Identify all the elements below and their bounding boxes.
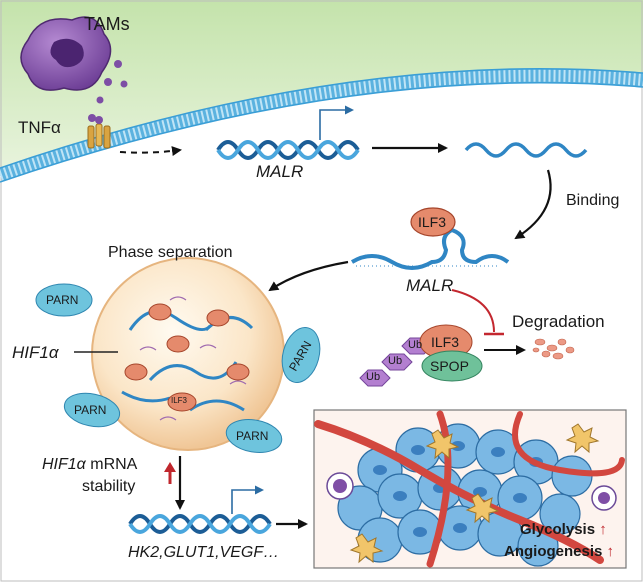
- ubiquitin-complex: [359, 324, 483, 387]
- hif1a-mrna-italic: HIF1α: [42, 456, 86, 473]
- dna-helix-targets: [128, 485, 272, 534]
- parn-1: [35, 283, 93, 317]
- ub-label-2: Ub: [388, 355, 403, 367]
- degradation-label: Degradation: [512, 312, 605, 331]
- degraded-fragments-icon: [532, 338, 575, 360]
- phase-separation-label: Phase separation: [108, 244, 233, 261]
- phase-separation-arrow: [268, 260, 349, 292]
- degradation-inhibition: [451, 289, 495, 333]
- target-genes-label: HK2,GLUT1,VEGF…: [128, 544, 280, 561]
- glycolysis-up-icon: ↑: [599, 521, 607, 538]
- hif1a-label: HIF1α: [12, 343, 59, 362]
- parn-4: [225, 419, 283, 453]
- parn-label-1: PARN: [46, 293, 79, 307]
- parn-3: [63, 392, 121, 428]
- tnfa-label: TNFα: [18, 118, 61, 137]
- ilf3-top-label: ILF3: [418, 214, 447, 230]
- glycolysis-text: Glycolysis: [520, 521, 596, 538]
- phase-droplet: [91, 257, 285, 451]
- signal-dashed-arrow: [119, 146, 182, 157]
- binding-arrow: [514, 169, 552, 240]
- parn-label-3: PARN: [74, 403, 107, 417]
- parn-label-4: PARN: [236, 429, 269, 443]
- tams-label: TAMs: [84, 14, 130, 34]
- malr-rna-strand: [464, 142, 588, 158]
- stability-label: stability: [82, 478, 136, 495]
- ub-label-3: Ub: [408, 339, 423, 351]
- angiogenesis-label: Angiogenesis ↑: [504, 543, 614, 560]
- ub-label-1: Ub: [366, 371, 381, 383]
- dna-helix-malr: [216, 105, 360, 160]
- parn-2: [281, 327, 321, 383]
- malr-ilf3-complex: [350, 207, 510, 270]
- tumor-panel: [313, 409, 627, 569]
- ilf3-complex-label: ILF3: [431, 334, 460, 350]
- glycolysis-label: Glycolysis ↑: [520, 521, 607, 538]
- hif1a-mrna-text: mRNA: [85, 456, 138, 473]
- malr-rna-label: MALR: [406, 276, 454, 295]
- malr-gene-label: MALR: [256, 162, 304, 181]
- hif1a-mrna-label: HIF1α mRNA: [42, 456, 137, 474]
- tnf-receptor-icon: [87, 116, 111, 149]
- binding-label: Binding: [566, 192, 620, 209]
- angiogenesis-up-icon: ↑: [606, 543, 615, 560]
- macrophage-icon: [20, 16, 128, 122]
- angiogenesis-text: Angiogenesis: [504, 543, 603, 560]
- spop-label: SPOP: [430, 358, 469, 374]
- droplet-ilf3-label: ILF3: [171, 396, 188, 405]
